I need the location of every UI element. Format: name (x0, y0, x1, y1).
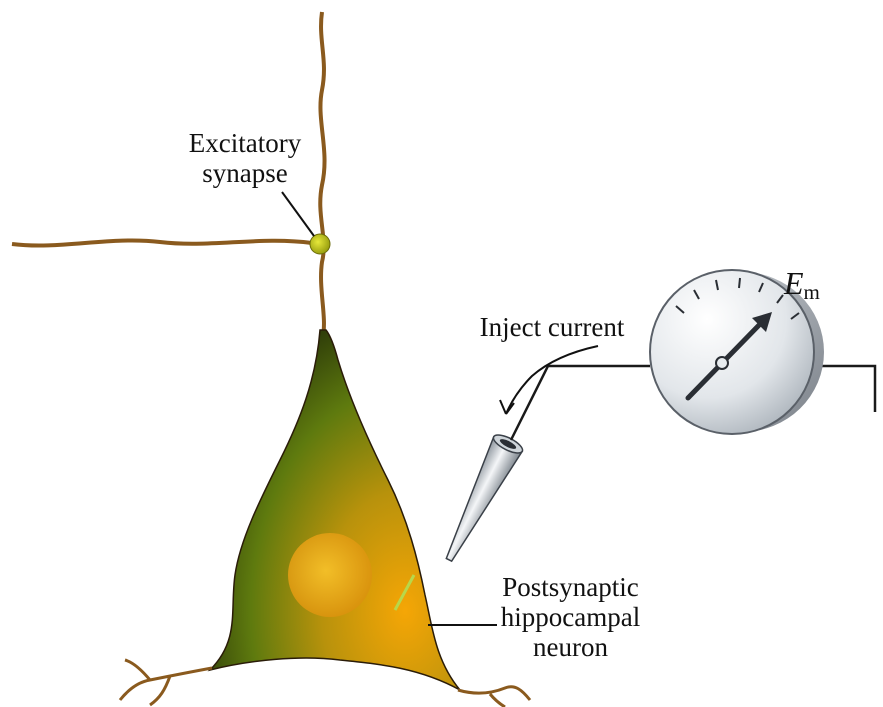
membrane-potential-label: Em (784, 265, 820, 305)
synapse-bouton (310, 234, 330, 254)
basal-dendrite-right (458, 687, 530, 707)
neuron-label-line2: hippocampal (488, 602, 653, 632)
soma (210, 330, 460, 690)
synapse-leader (282, 192, 314, 236)
neuron-label: Postsynaptic hippocampal neuron (488, 572, 653, 662)
synapse-label-line2: synapse (150, 158, 340, 188)
neuron-label-line3: neuron (488, 632, 653, 662)
ground-wire (820, 366, 875, 412)
synapse-label: Excitatory synapse (150, 128, 340, 188)
nucleus (288, 533, 372, 617)
inject-current-label: Inject current (452, 312, 652, 342)
em-symbol: E (784, 265, 804, 301)
basal-dendrite-left (120, 660, 212, 705)
inject-current-arrow (506, 346, 598, 414)
em-subscript: m (804, 280, 820, 304)
presynaptic-axon (12, 240, 312, 245)
neuron-label-line1: Postsynaptic (488, 572, 653, 602)
electrode-icon (435, 431, 525, 567)
synapse-label-line1: Excitatory (150, 128, 340, 158)
